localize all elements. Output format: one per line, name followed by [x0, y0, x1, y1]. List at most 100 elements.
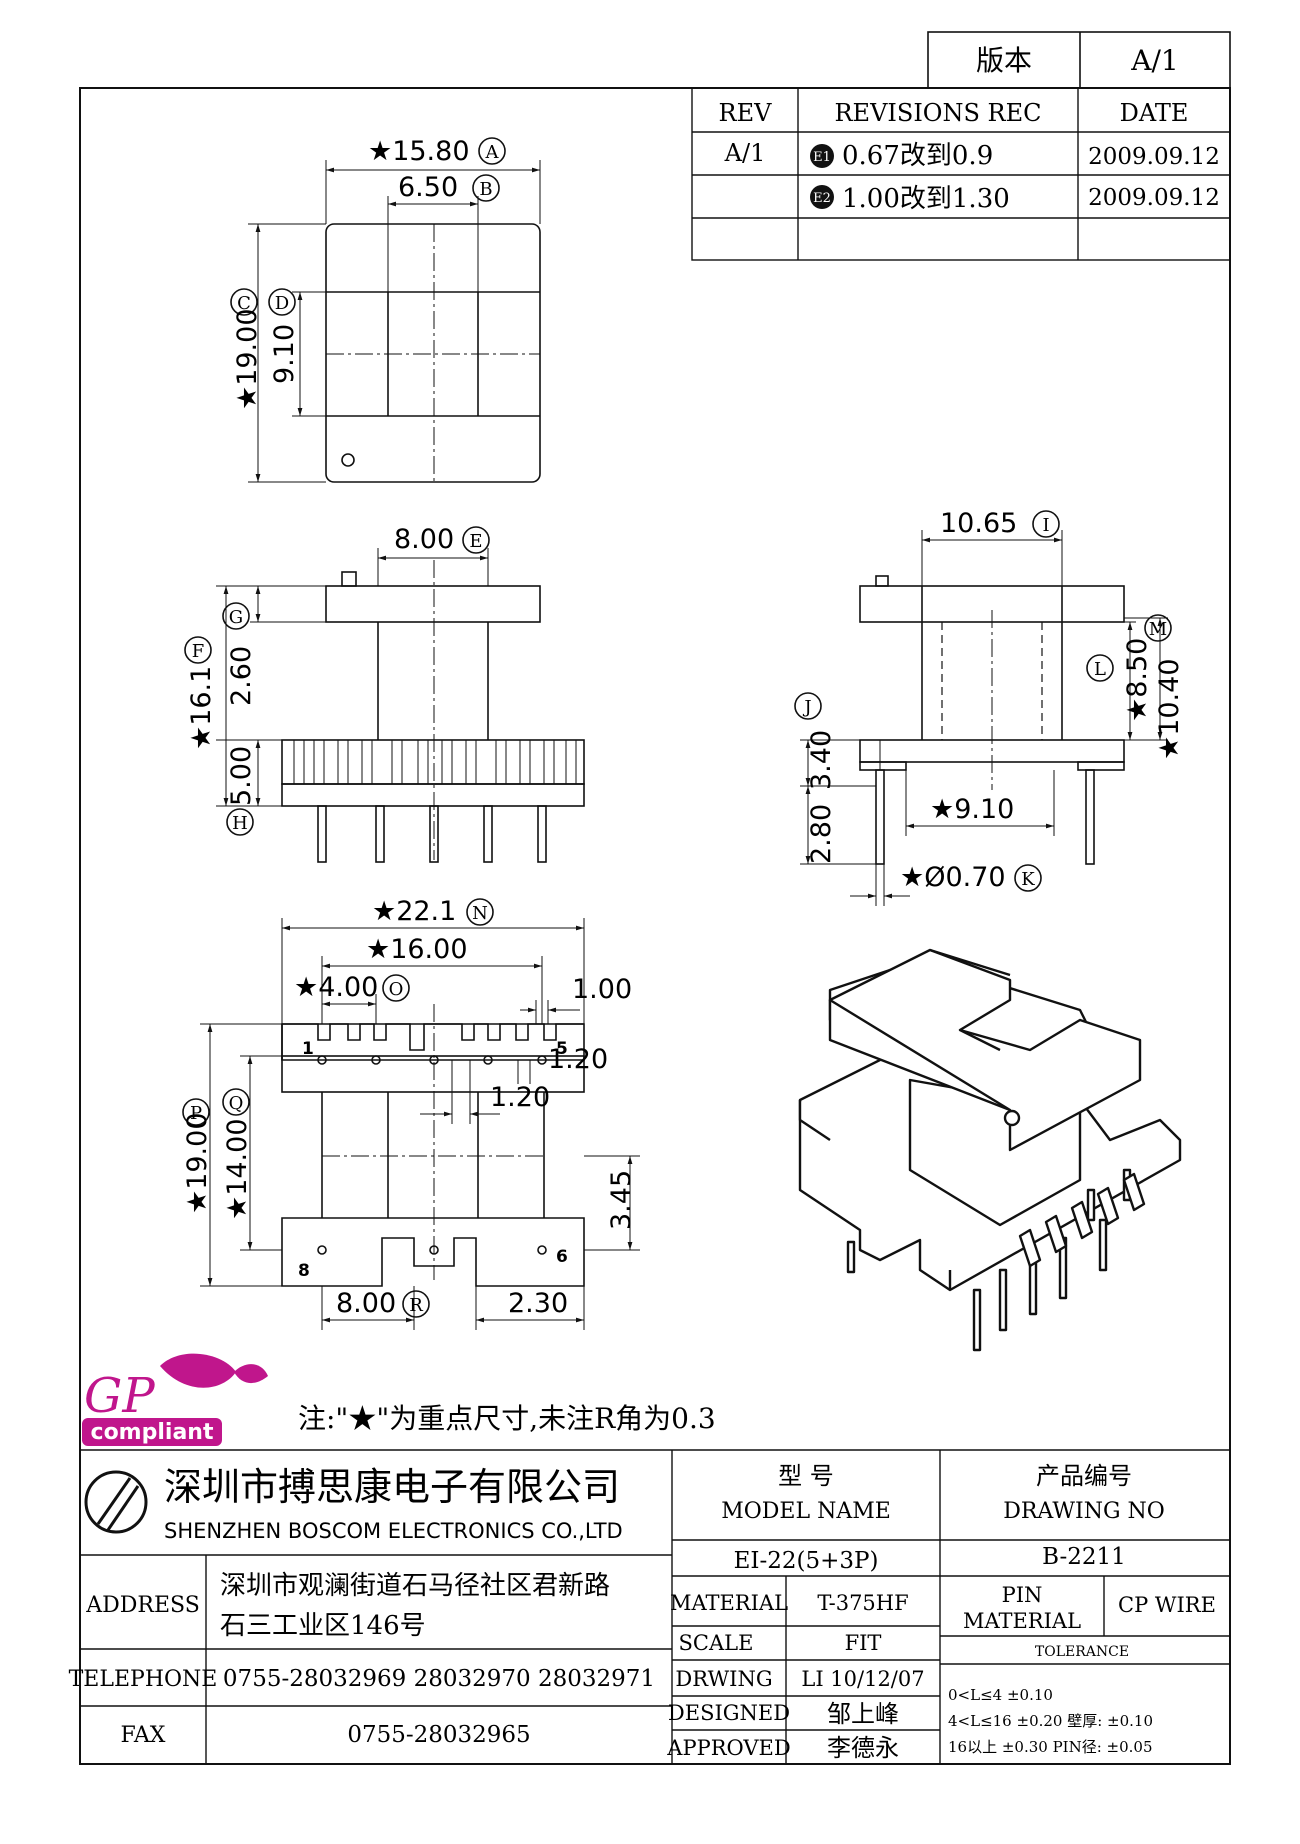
designed-label: DESIGNED [668, 1701, 790, 1725]
drwing-value: LI 10/12/07 [801, 1667, 924, 1691]
approved-label: APPROVED [666, 1736, 790, 1760]
svg-text:D: D [275, 293, 289, 314]
telephone-value: 0755-28032969 28032970 28032971 [223, 1666, 655, 1692]
dim-1600-value: ★16.00 [366, 934, 468, 965]
dim-p-value: ★19.00 [182, 1112, 213, 1214]
pin-label-1: 1 [302, 1039, 314, 1059]
rev-mark-e2-label: E2 [813, 191, 831, 206]
dim-i-marker: I [1032, 510, 1060, 538]
svg-text:B: B [479, 179, 492, 200]
dim-p-marker: P [182, 1098, 210, 1126]
svg-text:M: M [1149, 619, 1167, 640]
svg-text:P: P [190, 1103, 202, 1124]
fax-label: FAX [121, 1723, 166, 1748]
dim-g-value: 2.60 [226, 646, 257, 706]
scale-value: FIT [845, 1631, 882, 1655]
dim-d-value: 9.10 [269, 324, 300, 384]
rev-value: A/1 [724, 139, 766, 167]
dim-230-value: 2.30 [508, 1288, 568, 1319]
svg-text:L: L [1094, 659, 1106, 680]
svg-text:H: H [232, 813, 248, 834]
pin-material-label-2: MATERIAL [963, 1609, 1081, 1633]
svg-text:I: I [1042, 515, 1049, 536]
address-line-2: 石三工业区146号 [220, 1611, 426, 1641]
product-label-cn: 产品编号 [1036, 1462, 1132, 1490]
dim-a-marker: A [478, 137, 506, 165]
dim-h-value: 5.00 [226, 746, 257, 806]
product-label-en: DRAWING NO [1003, 1499, 1165, 1524]
address-line-1: 深圳市观澜街道石马径社区君新路 [220, 1571, 610, 1601]
title-block-grid [80, 1449, 1230, 1764]
side-view [800, 530, 1168, 906]
pin-material-label-1: PIN [1002, 1583, 1043, 1607]
svg-text:C: C [237, 293, 251, 314]
dim-i-value: 10.65 [940, 508, 1017, 539]
company-name-en: SHENZHEN BOSCOM ELECTRONICS CO.,LTD [164, 1519, 623, 1543]
dim-q-marker: Q [222, 1088, 250, 1116]
scale-label: SCALE [679, 1631, 754, 1655]
svg-text:A: A [485, 142, 500, 163]
revision-table [691, 87, 1231, 261]
dim-100-value: 1.00 [572, 974, 632, 1005]
dim-o-marker: O [382, 974, 410, 1002]
dim-c-value: ★19.00 [232, 308, 263, 410]
material-value: T-375HF [817, 1591, 908, 1615]
rev-row-1-date: 2009.09.12 [1088, 144, 1220, 170]
svg-text:O: O [389, 979, 404, 1000]
drawing-frame [79, 87, 1231, 1765]
dim-r-value: 8.00 [336, 1288, 396, 1319]
svg-text:K: K [1021, 869, 1035, 890]
version-box [927, 31, 1231, 89]
gp-logo-text: GP [84, 1368, 155, 1424]
svg-text:Q: Q [229, 1093, 244, 1114]
dim-345-value: 3.45 [606, 1170, 637, 1230]
dim-k-value: ★Ø0.70 [900, 862, 1006, 893]
dim-j-marker: J [794, 692, 822, 720]
svg-text:G: G [229, 607, 243, 628]
svg-text:R: R [409, 1295, 423, 1316]
dim-j-value: 3.40 [806, 730, 837, 790]
dim-280-value: 2.80 [806, 804, 837, 864]
svg-text:F: F [192, 641, 205, 662]
dim-f-value: ★16.1 [186, 666, 217, 750]
dim-120a-value: 1.20 [548, 1044, 608, 1075]
model-label-cn: 型 号 [778, 1462, 834, 1490]
dim-k-marker: K [1014, 864, 1042, 892]
svg-text:J: J [802, 697, 811, 718]
model-value: EI-22(5+3P) [734, 1548, 879, 1574]
tolerance-row-2: 4<L≤16 ±0.20 壁厚: ±0.10 [948, 1712, 1153, 1730]
svg-text:N: N [472, 903, 488, 924]
dim-d-marker: D [268, 288, 296, 316]
dim-n-marker: N [466, 898, 494, 926]
dim-b-value: 6.50 [398, 172, 458, 203]
tolerance-row-3: 16以上 ±0.30 PIN径: ±0.05 [948, 1738, 1153, 1756]
version-label: 版本 [976, 44, 1032, 77]
rev-row-1-text: 0.67改到0.9 [842, 141, 993, 171]
tolerance-label: TOLERANCE [1035, 1644, 1129, 1660]
gp-compliant-logo: GP compliant [82, 1353, 268, 1446]
rev-mark-e1: E1 [810, 144, 834, 168]
bottom-view [200, 918, 640, 1330]
dim-e-value: 8.00 [394, 524, 454, 555]
dim-f-marker: F [184, 636, 212, 664]
dim-q-value: ★14.00 [222, 1118, 253, 1220]
note-text: 注:"★"为重点尺寸,未注R角为0.3 [298, 1402, 716, 1435]
revisions-rec-header: REVISIONS REC [834, 99, 1041, 127]
company-name-cn: 深圳市搏思康电子有限公司 [164, 1465, 620, 1509]
dim-120b-value: 1.20 [490, 1082, 550, 1113]
telephone-label: TELEPHONE [69, 1667, 218, 1692]
pin-material-value: CP WIRE [1118, 1593, 1216, 1617]
dim-r-marker: R [402, 1290, 430, 1318]
dim-o-value: ★4.00 [294, 972, 378, 1003]
pin-label-6: 6 [556, 1247, 568, 1267]
dim-b-marker: B [472, 174, 500, 202]
dim-a-value: ★15.80 [368, 136, 470, 167]
company-logo [84, 1470, 148, 1534]
dim-n-value: ★22.1 [372, 896, 456, 927]
dim-m-value: ★10.40 [1154, 658, 1185, 760]
dim-e-marker: E [462, 526, 490, 554]
material-label: MATERIAL [670, 1591, 788, 1615]
model-label-en: MODEL NAME [721, 1499, 891, 1524]
dim-c-marker: C [230, 288, 258, 316]
